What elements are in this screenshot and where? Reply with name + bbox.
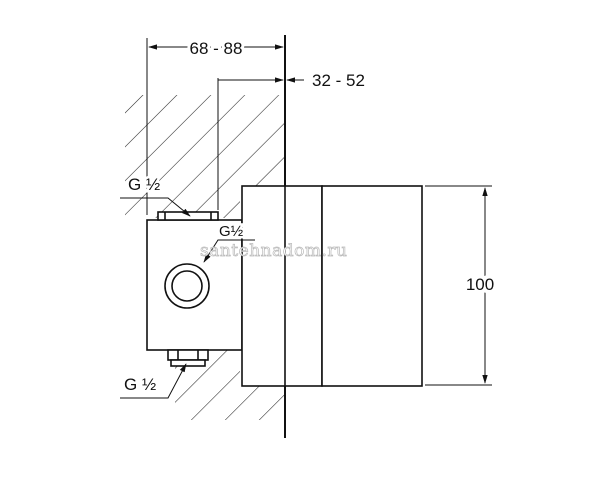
watermark: santehnadom.ru: [200, 241, 347, 261]
connection-label-top: G ½: [128, 175, 160, 194]
cover-cap: [321, 185, 423, 387]
dimension-label-depth: 68 - 88: [190, 39, 243, 58]
cover-assembly: [241, 185, 423, 387]
dimension-cover-offset: [217, 77, 304, 210]
bottom-inlet-thread: [167, 349, 209, 361]
dimension-label-height: 100: [466, 275, 494, 294]
dimension-label-offset: 32 - 52: [312, 71, 365, 90]
connection-label-bottom: G ½: [124, 375, 156, 394]
sleeve: [241, 185, 323, 387]
connection-label-side: G½: [219, 223, 244, 240]
leader-side-outlet: [203, 239, 255, 263]
leader-bottom-inlet: [120, 363, 187, 399]
dimension-installation-depth: [146, 38, 284, 215]
dimension-height: [425, 185, 492, 386]
top-inlet-thread: [157, 211, 219, 221]
side-outlet-inner: [171, 270, 203, 302]
leader-top-inlet: [120, 197, 191, 217]
